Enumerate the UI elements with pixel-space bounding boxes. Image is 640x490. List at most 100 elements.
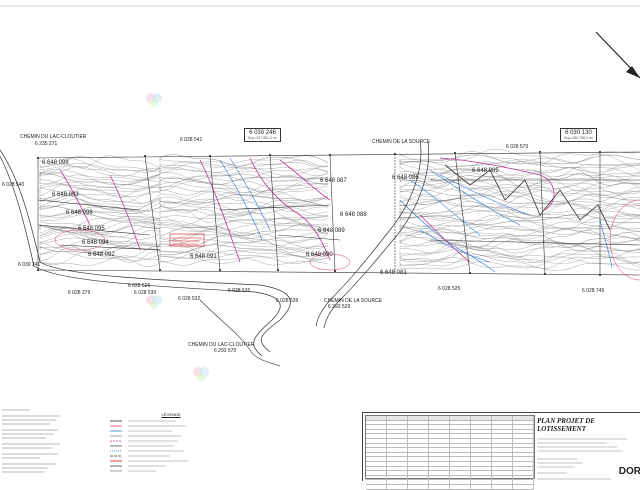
- lot-label: 6 648 092: [88, 252, 115, 258]
- contour-line: [39, 224, 161, 235]
- title-block-text-lines: [537, 438, 627, 480]
- table-cell: [492, 416, 513, 420]
- survey-marker: [469, 272, 471, 274]
- table-cell: [513, 443, 534, 448]
- contour-line: [399, 158, 640, 167]
- legend-title: LÉGENDE: [161, 412, 181, 417]
- contour-line: [399, 180, 640, 194]
- contour-line: [159, 234, 329, 250]
- lot-label: 6 028 526: [128, 283, 151, 289]
- table-cell: [450, 429, 471, 434]
- table-row: [366, 484, 534, 490]
- title-block: PLAN PROJET DE LOTISSEMENT DOR: [362, 412, 640, 490]
- table-cell: [513, 466, 534, 471]
- table-cell: [471, 466, 492, 471]
- table-cell: [408, 484, 429, 489]
- table-cell: [429, 425, 450, 429]
- table-cell: [366, 429, 387, 434]
- table-cell: [429, 420, 450, 425]
- table-cell: [450, 443, 471, 448]
- contour-line: [159, 182, 329, 197]
- contour-line: [399, 173, 640, 188]
- contour-line: [399, 169, 640, 182]
- contour-line: [39, 187, 161, 204]
- table-cell: [366, 438, 387, 443]
- table-cell: [513, 471, 534, 475]
- contour-line: [159, 227, 329, 243]
- contour-line: [159, 215, 329, 224]
- lot-label: 6 648 098: [42, 160, 69, 166]
- table-cell: [387, 461, 408, 466]
- contour-line: [399, 243, 640, 254]
- table-cell: [429, 452, 450, 457]
- table-cell: [513, 457, 534, 461]
- table-cell: [429, 438, 450, 443]
- watermark-icon: [145, 292, 163, 310]
- contour-line: [159, 174, 329, 183]
- table-cell: [450, 434, 471, 438]
- table-cell: [471, 425, 492, 429]
- contour-line: [159, 180, 329, 193]
- table-cell: [492, 438, 513, 443]
- survey-marker: [159, 269, 161, 271]
- table-cell: [429, 416, 450, 420]
- survey-marker: [209, 155, 211, 157]
- contour-line: [399, 201, 640, 212]
- lot-label: 6 648 088: [340, 212, 367, 218]
- contour-line: [159, 190, 329, 202]
- survey-marker: [144, 155, 146, 157]
- table-cell: [408, 471, 429, 475]
- table-cell: [492, 457, 513, 461]
- table-cell: [366, 461, 387, 466]
- contour-line: [399, 221, 640, 232]
- trail-switchbacks: [444, 164, 611, 231]
- company-logo-text: DOR: [618, 466, 640, 477]
- contour-line: [39, 228, 161, 240]
- table-cell: [492, 434, 513, 438]
- table-cell: [492, 420, 513, 425]
- watercourse-line: [229, 157, 271, 231]
- contour-line: [39, 244, 160, 258]
- survey-marker: [329, 154, 331, 156]
- table-row: [366, 471, 534, 476]
- contour-line: [159, 186, 329, 196]
- survey-marker: [334, 270, 336, 272]
- contour-line: [399, 226, 640, 235]
- contour-line: [39, 251, 161, 267]
- lot-label-6030130: 6 030 130 Sup=180 758,0 m²: [560, 128, 597, 142]
- contour-line: [159, 222, 329, 231]
- contour-line: [399, 188, 640, 198]
- table-cell: [429, 461, 450, 466]
- lot-label: 6 028 570: [506, 144, 529, 150]
- contour-line: [399, 167, 640, 177]
- table-cell: [492, 475, 513, 480]
- table-cell: [408, 448, 429, 452]
- contour-line: [39, 212, 161, 221]
- table-row: [366, 461, 534, 467]
- road-la-source: [315, 139, 430, 329]
- watercourse-line: [219, 159, 263, 241]
- lot-label: 6 648 094: [82, 240, 109, 246]
- table-cell: [366, 443, 387, 448]
- table-cell: [408, 480, 429, 484]
- contour-line: [39, 231, 161, 245]
- table-cell: [492, 471, 513, 475]
- table-cell: [366, 480, 387, 484]
- table-cell: [408, 443, 429, 448]
- table-cell: [408, 452, 429, 457]
- contour-line: [399, 254, 640, 264]
- table-cell: [471, 480, 492, 484]
- table-row: [366, 457, 534, 462]
- contour-line: [159, 234, 329, 247]
- table-cell: [387, 452, 408, 457]
- table-cell: [387, 457, 408, 461]
- table-cell: [450, 480, 471, 484]
- lot-area: Sup=227 851,3 m²: [248, 136, 277, 140]
- table-cell: [471, 438, 492, 443]
- table-cell: [471, 448, 492, 452]
- table-cell: [471, 420, 492, 425]
- contour-line: [39, 190, 161, 203]
- table-cell: [492, 466, 513, 471]
- contour-line: [399, 261, 640, 271]
- table-cell: [387, 429, 408, 434]
